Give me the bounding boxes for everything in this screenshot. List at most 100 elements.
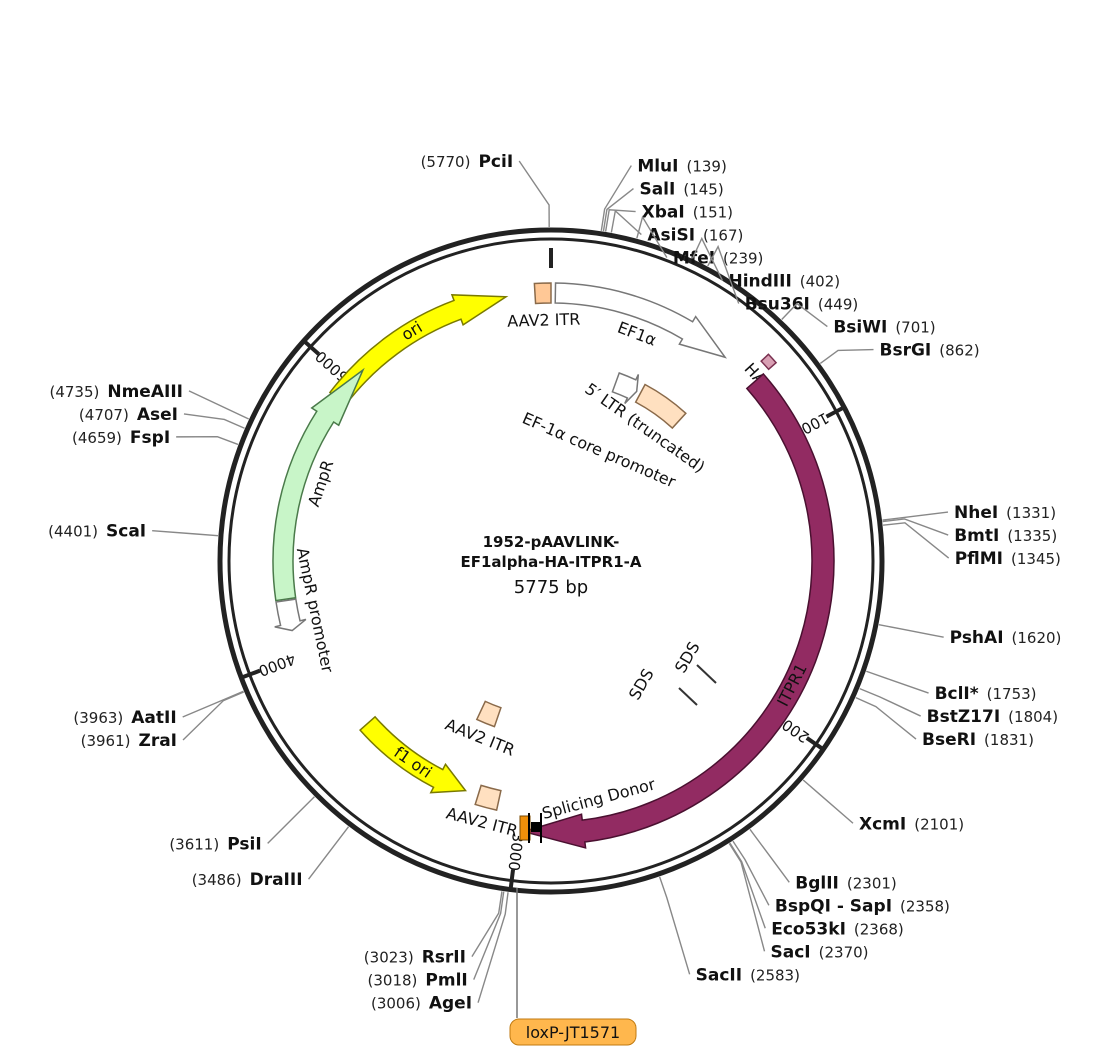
site-name-bseri-1831[interactable]: BseRI <box>922 730 976 750</box>
site-name-aatii-3963[interactable]: AatII <box>131 708 176 728</box>
site-line-eco53ki-2368 <box>729 842 766 929</box>
site-name-mfei-239[interactable]: MfeI <box>673 249 715 269</box>
feature-5-ltr-truncated[interactable] <box>634 383 687 430</box>
site-line-rsrii-3023 <box>471 891 503 958</box>
site-pos-pshai-1620: (1620) <box>1012 629 1062 647</box>
site-name-bmti-1335[interactable]: BmtI <box>954 526 999 546</box>
site-pos-pflmi-1345: (1345) <box>1011 550 1061 568</box>
site-line-pshai-1620 <box>878 623 944 638</box>
site-name-pmli-3018[interactable]: PmlI <box>425 971 467 991</box>
tick-4000 <box>238 668 261 681</box>
site-pos-bglii-2301: (2301) <box>847 874 897 892</box>
site-name-bspqi-sapi-2358[interactable]: BspQI - SapI <box>775 896 892 916</box>
site-pos-bseri-1831: (1831) <box>984 731 1034 749</box>
site-line-bmti-1335 <box>882 518 949 536</box>
site-name-asisi-167[interactable]: AsiSI <box>647 226 695 246</box>
site-name-sali-145[interactable]: SalI <box>639 180 675 200</box>
site-line-pflmi-1345 <box>882 522 950 559</box>
feature-ampr-promoter[interactable] <box>274 598 307 632</box>
tick-label-3000: 3000 <box>504 832 527 872</box>
site-name-agei-3006[interactable]: AgeI <box>429 994 472 1014</box>
site-name-eco53ki-2368[interactable]: Eco53kI <box>771 919 846 939</box>
site-name-nmeaiii-4735[interactable]: NmeAIII <box>107 382 183 402</box>
feature-ampr[interactable] <box>272 367 365 602</box>
site-line-pcii-5770 <box>518 160 550 228</box>
feature-aav2-itr-top[interactable] <box>533 282 552 305</box>
site-name-zrai-3961[interactable]: ZraI <box>139 731 178 751</box>
site-line-bsiwi-701 <box>781 302 828 328</box>
site-pos-rsrii-3023: (3023) <box>364 949 414 967</box>
feature-ef1a-core-promoter[interactable] <box>611 372 640 404</box>
tick-label-4000: 4000 <box>256 650 298 680</box>
site-line-aatii-3963 <box>182 690 244 718</box>
feature-aav2-itr-mid[interactable] <box>475 700 502 728</box>
site-name-scai-4401[interactable]: ScaI <box>106 522 146 542</box>
site-pos-draiii-3486: (3486) <box>192 871 242 889</box>
site-name-xcmi-2101[interactable]: XcmI <box>859 814 906 834</box>
site-pos-asisi-167: (167) <box>703 227 743 245</box>
site-name-draiii-3486[interactable]: DraIII <box>250 870 303 890</box>
backbone <box>217 227 885 895</box>
site-line-bglii-2301 <box>749 828 790 883</box>
site-line-mlui-139 <box>600 165 632 231</box>
site-line-fspi-4659 <box>176 436 239 446</box>
site-line-saci-2370 <box>728 843 766 952</box>
loxp-box[interactable] <box>509 1018 637 1046</box>
plasmid-size: 5775 bp <box>514 577 588 598</box>
site-line-zrai-3961 <box>182 691 245 741</box>
site-name-saci-2370[interactable]: SacI <box>771 942 811 962</box>
site-name-bcli-1753[interactable]: BclI* <box>935 684 979 704</box>
site-line-xcmi-2101 <box>802 779 854 824</box>
site-pos-sali-145: (145) <box>683 181 723 199</box>
feature-label-ampr-promoter: AmpR promoter <box>293 546 338 675</box>
site-name-xbai-151[interactable]: XbaI <box>642 203 685 223</box>
site-pos-bspqi-sapi-2358: (2358) <box>900 897 950 915</box>
site-name-bstz17i-1804[interactable]: BstZ17I <box>927 707 1001 727</box>
site-name-psii-3611[interactable]: PsiI <box>227 834 261 854</box>
site-line-agei-3006 <box>477 892 509 1003</box>
site-pos-bsu36i-449: (449) <box>818 296 858 314</box>
site-name-bsiwi-701[interactable]: BsiWI <box>833 318 887 338</box>
site-line-nmeaiii-4735 <box>188 390 250 420</box>
feature-aav2-itr-low[interactable] <box>474 784 502 812</box>
site-name-pcii-5770[interactable]: PciI <box>478 152 513 172</box>
site-line-asei-4707 <box>183 413 245 429</box>
feature-label-ef1a-core-promoter: EF-1α core promoter <box>520 408 679 491</box>
site-pos-bstz17i-1804: (1804) <box>1008 708 1058 726</box>
site-line-bcli-1753 <box>866 670 929 694</box>
site-name-pflmi-1345[interactable]: PflMI <box>955 549 1003 569</box>
site-pos-bsrgi-862: (862) <box>939 342 979 360</box>
feature-ori[interactable] <box>328 294 509 406</box>
site-pos-aatii-3963: (3963) <box>73 709 123 727</box>
site-pos-sacii-2583: (2583) <box>750 966 800 984</box>
site-name-hindiii-402[interactable]: HindIII <box>728 272 791 292</box>
site-pos-mlui-139: (139) <box>686 158 726 176</box>
site-line-psii-3611 <box>267 796 315 844</box>
site-pos-eco53ki-2368: (2368) <box>854 920 904 938</box>
sds-label-1: SDS <box>671 638 704 676</box>
site-name-bsu36i-449[interactable]: Bsu36I <box>745 295 810 315</box>
site-name-bglii-2301[interactable]: BglII <box>795 873 839 893</box>
site-name-pshai-1620[interactable]: PshAI <box>950 628 1004 648</box>
site-name-nhei-1331[interactable]: NheI <box>954 503 998 523</box>
site-name-sacii-2583[interactable]: SacII <box>696 965 742 985</box>
feature-label-aav2-itr-top: AAV2 ITR <box>507 310 581 331</box>
feature-ha[interactable] <box>760 353 778 371</box>
site-name-rsrii-3023[interactable]: RsrII <box>422 948 466 968</box>
site-pos-nhei-1331: (1331) <box>1006 504 1056 522</box>
feature-f1-ori[interactable] <box>359 715 467 794</box>
sds-mark-1 <box>696 664 717 684</box>
plasmid-name-line1: 1952-pAAVLINK- <box>483 533 620 551</box>
restriction-sites-layer: MluI(139)SalI(145)XbaI(151)AsiSI(167)Mfe… <box>48 152 1061 1014</box>
feature-ef1a[interactable] <box>554 282 728 359</box>
site-name-fspi-4659[interactable]: FspI <box>130 428 170 448</box>
plasmid-name-line2: EF1alpha-HA-ITPR1-A <box>461 553 642 571</box>
site-pos-xcmi-2101: (2101) <box>914 815 964 833</box>
site-name-asei-4707[interactable]: AseI <box>137 405 178 425</box>
tick-5000 <box>300 338 321 356</box>
site-pos-bsiwi-701: (701) <box>895 319 935 337</box>
site-name-bsrgi-862[interactable]: BsrGI <box>880 341 932 361</box>
site-name-mlui-139[interactable]: MluI <box>637 157 678 177</box>
site-pos-scai-4401: (4401) <box>48 523 98 541</box>
loxp-label: loxP-JT1571 <box>526 1023 620 1042</box>
